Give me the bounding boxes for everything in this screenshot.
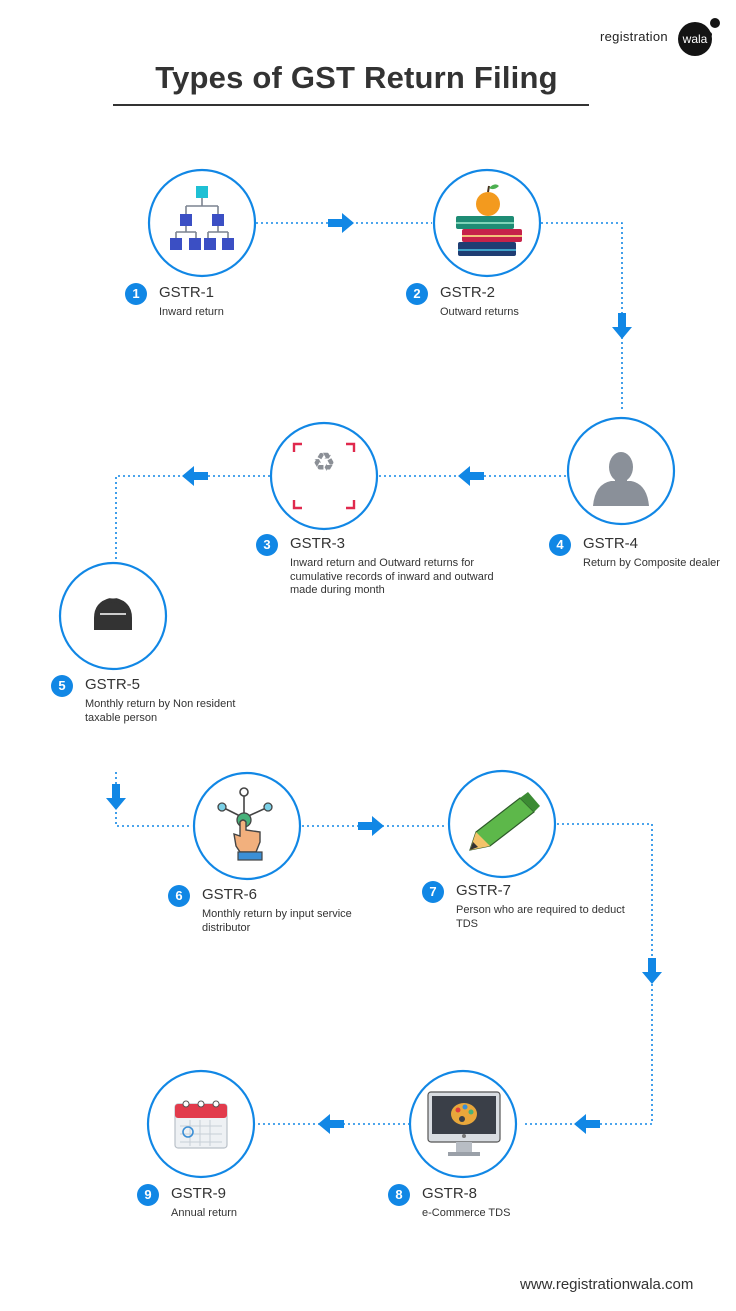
step-badge: 8: [388, 1184, 410, 1206]
hooded-person-icon: [94, 592, 132, 630]
step-name: GSTR-2: [440, 284, 496, 301]
logo-text-left: registration: [600, 29, 668, 44]
step-name: GSTR-4: [583, 535, 639, 552]
touch-network-icon: [217, 787, 273, 861]
step-description: Inward return and Outward returns for cu…: [290, 557, 494, 596]
logo-dot-small: [707, 32, 712, 37]
monitor-palette-icon: [427, 1091, 501, 1156]
flow-arrows: [106, 213, 662, 1134]
connector-2-4: [541, 222, 623, 412]
step-label-5: 5 GSTR-5 Monthly return by Non resident …: [51, 675, 271, 730]
step-name: GSTR-6: [202, 886, 258, 903]
connector-5-6: [115, 772, 192, 827]
step-description: Monthly return by input service distribu…: [202, 908, 352, 934]
connector-7-8: [522, 823, 653, 1125]
step-label-4: 4 GSTR-4 Return by Composite dealer: [549, 534, 729, 574]
logo-text-right: wala: [682, 32, 708, 46]
arrow-right-icon: [358, 816, 384, 836]
step-description: Monthly return by Non resident taxable p…: [85, 698, 236, 724]
step-label-1: 1 GSTR-1 Inward return: [125, 283, 365, 323]
step-description: Outward returns: [440, 306, 519, 318]
footer-website: www.registrationwala.com: [520, 1276, 694, 1293]
step-description: Annual return: [171, 1207, 238, 1219]
step-name: GSTR-1: [159, 284, 215, 301]
step-badge: 4: [549, 534, 571, 556]
title-underline: [113, 104, 589, 106]
brand-logo: registration wala: [600, 18, 724, 56]
arrow-left-icon: [458, 466, 484, 486]
step-label-2: 2 GSTR-2 Outward returns: [406, 283, 646, 323]
step-name: GSTR-8: [422, 1185, 478, 1202]
step-badge: 3: [256, 534, 278, 556]
step-description: Return by Composite dealer: [583, 557, 720, 569]
pencil-icon: [469, 792, 540, 851]
arrow-right-icon: [328, 213, 354, 233]
recycle-icon: ♻: [292, 442, 356, 510]
step-label-3: 3 GSTR-3 Inward return and Outward retur…: [256, 534, 516, 604]
logo-bubble: wala: [678, 22, 712, 56]
step-description: Person who are required to deduct TDS: [456, 904, 625, 930]
step-badge: 7: [422, 881, 444, 903]
hierarchy-icon: [170, 186, 234, 250]
step-name: GSTR-9: [171, 1185, 227, 1202]
node-circle-3: [269, 421, 379, 531]
calendar-icon: [174, 1100, 228, 1149]
step-name: GSTR-7: [456, 882, 512, 899]
step-label-7: 7 GSTR-7 Person who are required to dedu…: [422, 881, 662, 936]
page-title: Types of GST Return Filing: [155, 60, 558, 95]
logo-dot: [710, 18, 720, 28]
step-badge: 6: [168, 885, 190, 907]
step-label-6: 6 GSTR-6 Monthly return by input service…: [168, 885, 388, 940]
step-badge: 1: [125, 283, 147, 305]
connector-lines: [115, 222, 653, 1125]
arrow-left-icon: [182, 466, 208, 486]
arrow-left-icon: [318, 1114, 344, 1134]
step-description: e-Commerce TDS: [422, 1207, 511, 1219]
books-apple-icon: [456, 184, 522, 256]
step-badge: 2: [406, 283, 428, 305]
arrow-down-icon: [642, 958, 662, 984]
step-badge: 5: [51, 675, 73, 697]
step-name: GSTR-3: [290, 535, 346, 552]
svg-text:♻: ♻: [312, 448, 335, 478]
connector-3-5: [115, 475, 270, 560]
arrow-down-icon: [106, 784, 126, 810]
person-icon: [593, 452, 649, 506]
step-name: GSTR-5: [85, 676, 141, 693]
step-badge: 9: [137, 1184, 159, 1206]
arrow-left-icon: [574, 1114, 600, 1134]
node-circle-1: [147, 168, 257, 278]
step-label-8: 8 GSTR-8 e-Commerce TDS: [388, 1184, 588, 1224]
step-description: Inward return: [159, 306, 224, 318]
step-label-9: 9 GSTR-9 Annual return: [137, 1184, 337, 1224]
